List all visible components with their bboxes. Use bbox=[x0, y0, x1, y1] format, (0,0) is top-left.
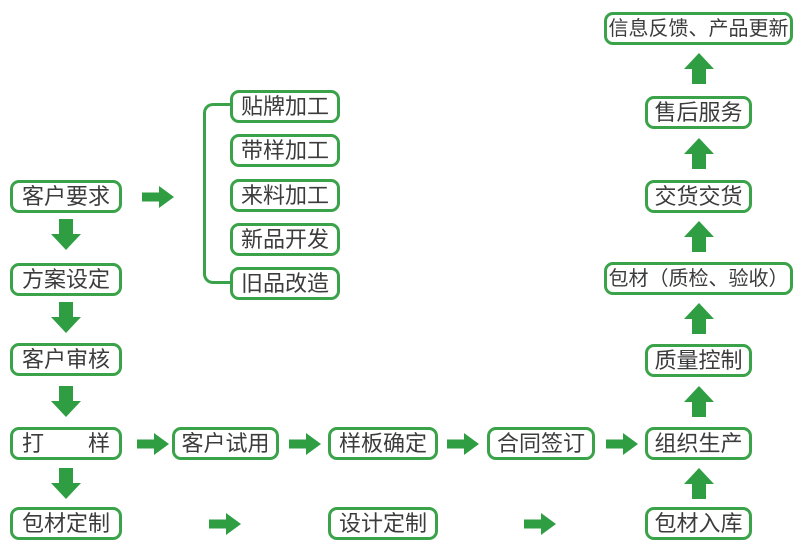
node-old-product-renovation: 旧品改造 bbox=[230, 267, 340, 300]
arrow-up-icon bbox=[684, 386, 714, 417]
node-new-product-development: 新品开发 bbox=[230, 223, 340, 256]
arrow-right-icon bbox=[142, 186, 174, 208]
arrow-right-icon bbox=[137, 433, 169, 455]
node-packaging-inspection-acceptance: 包材（质检、验收） bbox=[604, 262, 793, 295]
node-packaging-warehousing: 包材入库 bbox=[645, 507, 752, 540]
arrow-right-icon bbox=[524, 513, 556, 535]
node-sampling: 打 样 bbox=[10, 427, 122, 460]
node-packaging-customization: 包材定制 bbox=[10, 507, 122, 540]
node-contract-signing: 合同签订 bbox=[487, 427, 595, 460]
arrow-up-icon bbox=[684, 468, 714, 499]
node-after-sales-service: 售后服务 bbox=[645, 96, 752, 129]
node-plan-setting: 方案设定 bbox=[10, 263, 122, 296]
node-customer-trial: 客户试用 bbox=[172, 427, 279, 460]
node-sample-based-processing: 带样加工 bbox=[230, 134, 340, 167]
arrow-right-icon bbox=[447, 433, 479, 455]
arrow-up-icon bbox=[684, 53, 714, 84]
arrow-right-icon bbox=[289, 433, 321, 455]
node-customer-review: 客户审核 bbox=[10, 343, 122, 376]
node-quality-control: 质量控制 bbox=[645, 344, 752, 377]
arrow-up-icon bbox=[684, 303, 714, 334]
arrow-up-icon bbox=[684, 221, 714, 252]
node-design-customization: 设计定制 bbox=[328, 507, 438, 540]
arrow-down-icon bbox=[51, 302, 81, 333]
node-incoming-material-processing: 来料加工 bbox=[230, 179, 340, 212]
node-delivery: 交货交货 bbox=[645, 180, 752, 213]
node-customer-requirement: 客户要求 bbox=[10, 180, 122, 213]
arrow-down-icon bbox=[51, 386, 81, 417]
arrow-right-icon bbox=[209, 513, 241, 535]
arrow-up-icon bbox=[684, 138, 714, 169]
node-oem-processing: 贴牌加工 bbox=[230, 90, 340, 123]
node-production-organization: 组织生产 bbox=[645, 427, 752, 460]
arrow-right-icon bbox=[606, 433, 638, 455]
arrow-down-icon bbox=[51, 219, 81, 250]
node-feedback-product-update: 信息反馈、产品更新 bbox=[604, 12, 793, 45]
node-sample-confirmation: 样板确定 bbox=[328, 427, 438, 460]
branch-bracket-line bbox=[203, 103, 230, 284]
arrow-down-icon bbox=[51, 468, 81, 499]
